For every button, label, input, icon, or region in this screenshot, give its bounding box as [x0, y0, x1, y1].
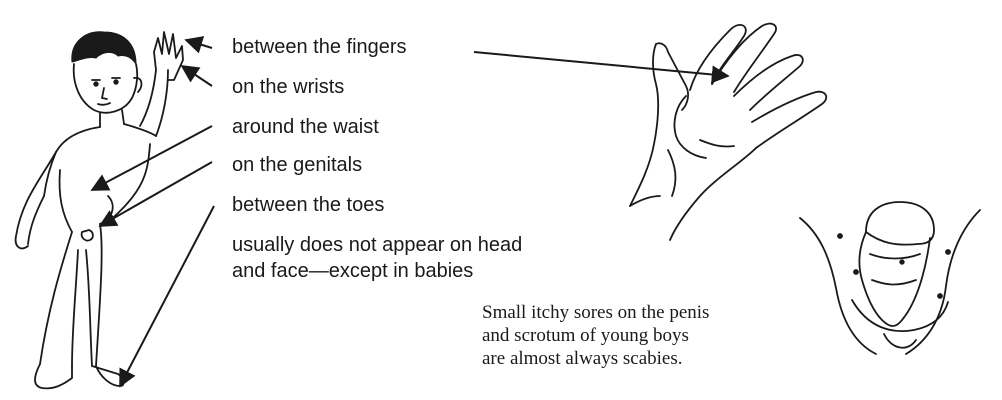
label-on-wrists: on the wrists — [232, 75, 344, 99]
label-on-genitals: on the genitals — [232, 153, 362, 177]
arrow-fingers — [186, 40, 212, 48]
arrow-genitals — [100, 162, 212, 226]
label-head-face-line2: and face—except in babies — [232, 259, 473, 283]
label-between-toes: between the toes — [232, 193, 384, 217]
arrow-waist — [92, 126, 212, 190]
genital-area-drawing — [800, 202, 980, 354]
hand-drawing — [630, 24, 826, 240]
arrow-hand — [474, 52, 728, 76]
caption-line1: Small itchy sores on the penis — [482, 302, 709, 323]
child-figure — [16, 32, 183, 389]
arrow-toes — [120, 206, 214, 386]
caption-line2: and scrotum of young boys — [482, 325, 689, 346]
label-between-fingers: between the fingers — [232, 35, 407, 59]
arrow-wrists — [182, 66, 212, 86]
caption-line3: are almost always scabies. — [482, 348, 682, 369]
label-head-face-line1: usually does not appear on head — [232, 233, 522, 257]
label-around-waist: around the waist — [232, 115, 379, 139]
